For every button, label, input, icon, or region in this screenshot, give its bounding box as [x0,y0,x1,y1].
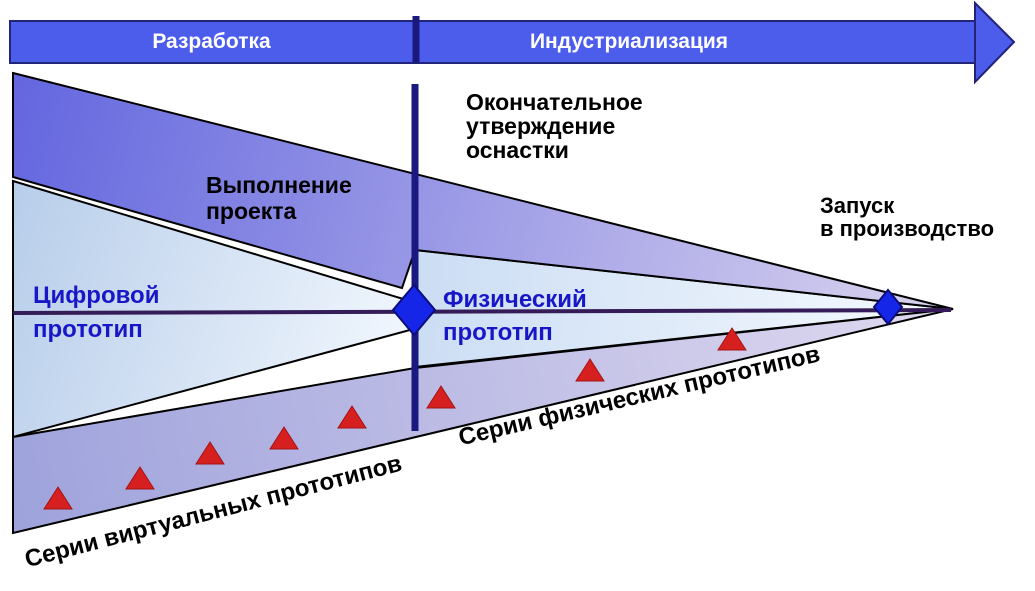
prototype-marker-triangle [269,426,299,450]
phase-label-industrialization: Индустриализация [529,30,729,53]
prototype-marker-triangle [125,466,155,490]
label-production-launch: Запуск в производство [820,193,995,241]
prototype-axis-line [12,308,952,315]
timeline-arrow-head [974,0,1016,85]
prototype-marker-triangle [426,385,456,409]
marker-layer [43,283,904,510]
label-tooling-approval: Окончательное утверждение оснастки [466,89,643,163]
label-project-execution: Выполнение проекта [206,172,352,224]
phase-label-development: Разработка [152,30,271,53]
prototype-marker-triangle [43,486,73,510]
milestone-diamond-icon [391,283,437,337]
prototype-marker-triangle [195,441,225,465]
prototype-series-band [12,308,954,535]
timeline-arrow-body [9,20,976,64]
prototype-marker-triangle [337,405,367,429]
prototype-marker-triangle [575,358,605,382]
label-physical-prototype: Физический прототип [443,286,587,346]
label-digital-prototype: Цифровой прототип [33,282,160,343]
project-execution-band [12,71,954,310]
milestone-diamond-icon [872,288,904,326]
prototype-marker-triangle [717,327,747,351]
